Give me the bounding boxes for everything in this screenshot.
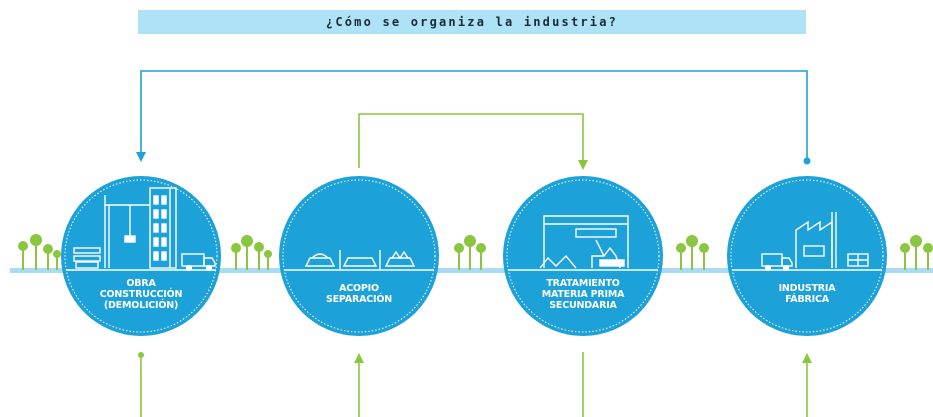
node-obra-label: OBRA CONSTRUCCIÓN (DEMOLICIÓN) [76,278,206,311]
ground-line [10,268,933,273]
buildings-icon [149,187,177,269]
construction-site-icon [73,187,216,272]
container-bins-icon [304,250,416,270]
connector-acopio-tratamiento [358,113,588,170]
tree-icon [18,234,933,270]
truck-icon [761,253,793,272]
node-label-line: ACOPIO [339,283,379,294]
node-label-line: OBRA [126,278,156,289]
node-acopio-label: ACOPIO SEPARACIÓN [294,283,424,305]
node-industria-label: INDUSTRIA FÁBRICA [742,283,872,305]
node-label-line: (DEMOLICIÓN) [103,300,179,311]
node-acopio-circle [279,176,439,336]
node-tratamiento-label: TRATAMIENTO MATERIA PRIMA SECUNDARIA [518,278,648,311]
factory-icon [761,212,869,272]
truck-icon [181,253,216,272]
node-label-line: FÁBRICA [785,294,829,305]
crane-icon [104,195,150,268]
connector-bottom-obra [138,352,144,417]
node-label-line: MATERIA PRIMA [541,289,625,300]
excavator-plant-icon [539,215,629,269]
node-label-line: INDUSTRIA [778,283,836,294]
node-label-line: TRATAMIENTO [546,278,620,289]
title-bar: ¿Cómo se organiza la industria? [138,10,806,34]
node-label-line: CONSTRUCCIÓN [99,289,183,300]
page-title: ¿Cómo se organiza la industria? [325,15,619,29]
node-tratamiento-circle [503,176,663,336]
node-label-line: SEPARACIÓN [326,294,392,305]
connector-industria-obra [136,70,811,165]
node-obra-circle [61,176,221,336]
node-label-line: SECUNDARIA [549,300,617,311]
